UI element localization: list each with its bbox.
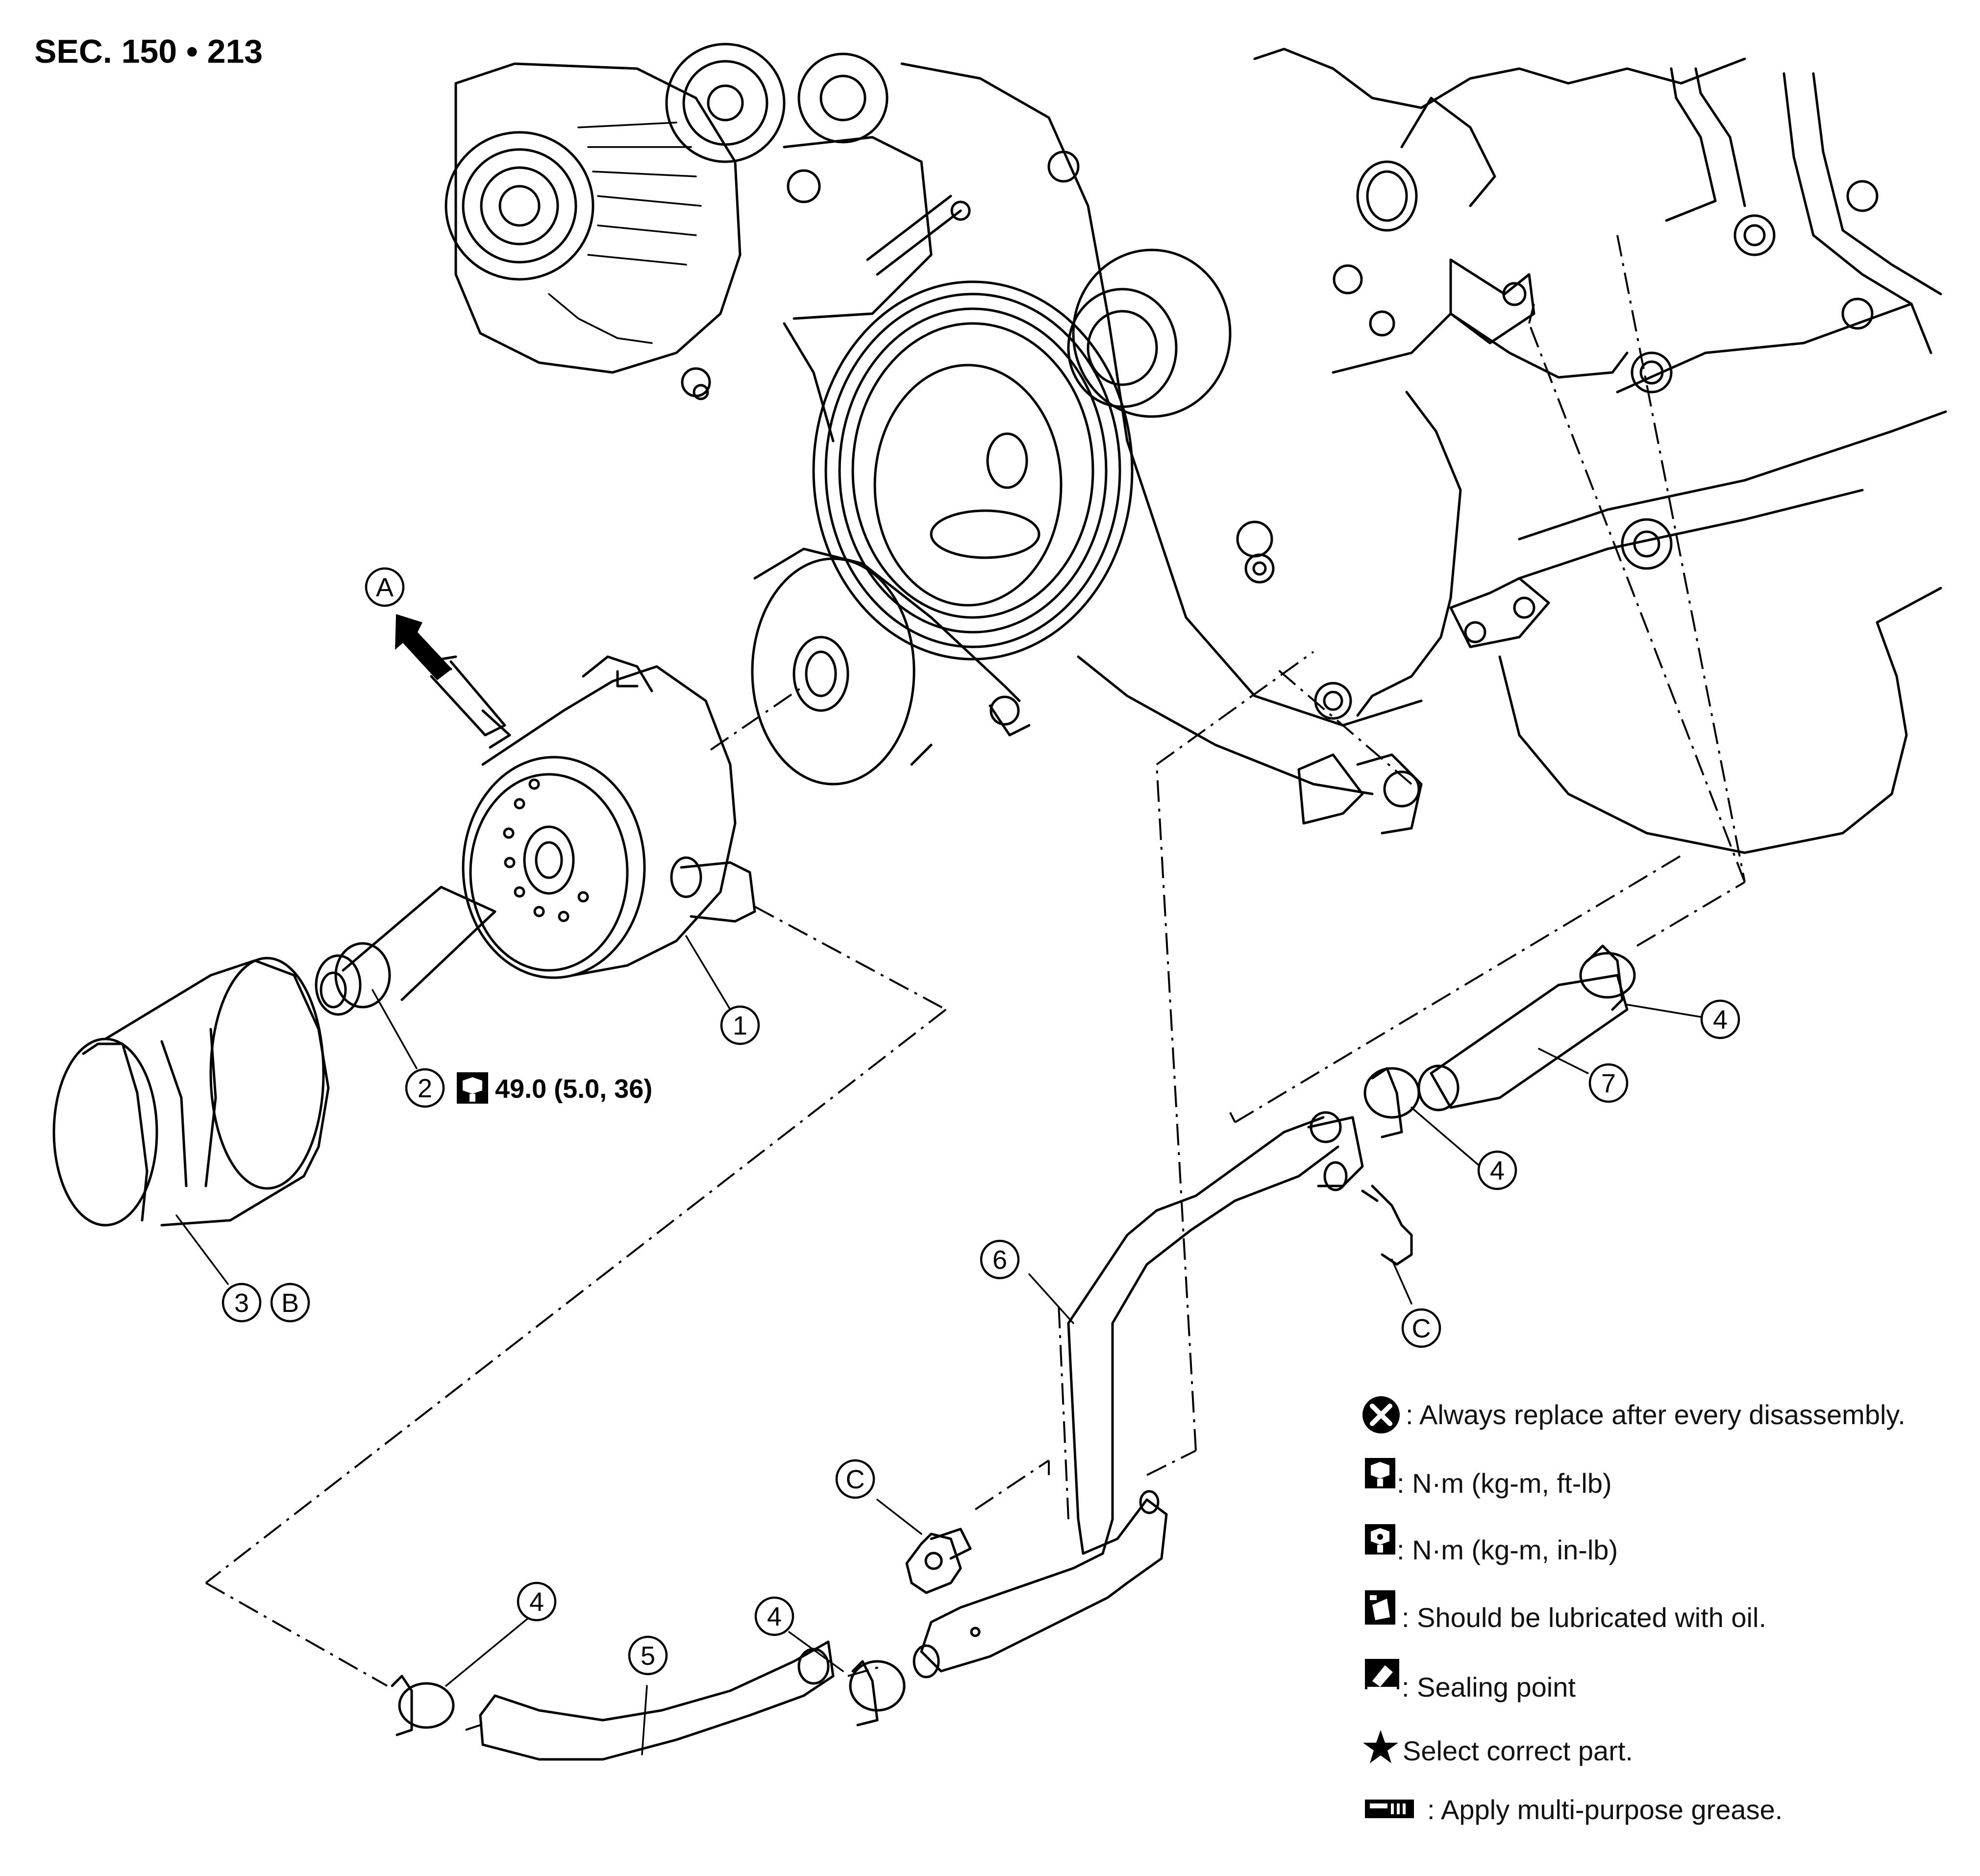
legend-lubricate: : Should be lubricated with oil. <box>1365 1590 1766 1633</box>
svg-text:Select correct part.: Select correct part. <box>1403 1735 1633 1766</box>
assembly-centerlines <box>205 235 1746 1731</box>
callout-b: B <box>270 1283 310 1323</box>
svg-text:: Sealing point: : Sealing point <box>1402 1672 1576 1703</box>
svg-text:2: 2 <box>418 1074 432 1103</box>
grease-gun-icon <box>1365 1800 1414 1818</box>
sealing-point-icon <box>1365 1659 1399 1690</box>
bolt-c-upper <box>1361 1185 1413 1266</box>
hose-clamp-upper <box>1579 944 1636 1011</box>
svg-text:C: C <box>846 1465 865 1494</box>
oil-can-icon <box>1365 1590 1395 1625</box>
legend-sealing: : Sealing point <box>1365 1659 1576 1703</box>
hose-clamp-middle <box>1363 1067 1420 1138</box>
legend-replace: : Always replace after every disassembly… <box>1362 1396 1906 1433</box>
torque-spec: 49.0 (5.0, 36) <box>457 1072 652 1104</box>
callout-7: 7 <box>1588 1063 1629 1103</box>
callout-5: 5 <box>628 1635 668 1676</box>
svg-text:1: 1 <box>733 1011 747 1040</box>
svg-text:C: C <box>1412 1314 1431 1343</box>
torque-value: 49.0 (5.0, 36) <box>495 1074 652 1104</box>
callout-c-lower: C <box>835 1459 875 1499</box>
callout-2: 2 <box>405 1068 445 1108</box>
svg-text:: N·m (kg-m, ft-lb): : N·m (kg-m, ft-lb) <box>1397 1468 1612 1499</box>
x-circle-icon <box>1362 1396 1400 1433</box>
svg-text:4: 4 <box>1713 1005 1728 1035</box>
callout-6: 6 <box>980 1239 1020 1280</box>
callout-leaders <box>175 935 1702 1755</box>
legend-torque-ftlb: : N·m (kg-m, ft-lb) <box>1365 1458 1612 1499</box>
legend-torque-inlb: : N·m (kg-m, in-lb) <box>1365 1524 1618 1565</box>
callout-4-lower-left: 4 <box>517 1581 557 1622</box>
bolt-c-lower <box>905 1528 972 1594</box>
svg-text:: Should be lubricated with oi: : Should be lubricated with oil. <box>1402 1602 1766 1633</box>
svg-text:: Apply multi-purpose grease.: : Apply multi-purpose grease. <box>1427 1794 1782 1825</box>
svg-text:3: 3 <box>234 1288 249 1318</box>
section-title: SEC. 150 • 213 <box>34 33 263 70</box>
flow-arrow-icon <box>395 614 452 680</box>
hose-clamp-lower-left <box>391 1675 455 1736</box>
svg-text:B: B <box>281 1288 299 1318</box>
svg-text:4: 4 <box>767 1602 782 1631</box>
oil-cooler-part <box>315 655 756 1016</box>
legend-grease: : Apply multi-purpose grease. <box>1365 1794 1782 1825</box>
hose-clamp-lower-right <box>849 1660 906 1727</box>
callout-1: 1 <box>720 1005 760 1045</box>
callout-3: 3 <box>222 1283 262 1323</box>
engine-block-illustration <box>445 43 1947 854</box>
svg-text:6: 6 <box>992 1245 1007 1275</box>
oil-filter-part <box>52 957 330 1227</box>
svg-text:5: 5 <box>641 1641 655 1671</box>
svg-text:4: 4 <box>529 1587 544 1617</box>
callout-a: A <box>365 567 405 607</box>
legend-select: Select correct part. <box>1363 1730 1633 1766</box>
star-icon <box>1363 1730 1398 1763</box>
svg-text:7: 7 <box>1601 1069 1616 1098</box>
callout-c-upper: C <box>1401 1308 1441 1348</box>
legend: : Always replace after every disassembly… <box>1362 1396 1906 1825</box>
oil-tube-6-part <box>913 1111 1364 1679</box>
svg-text:: Always replace after every d: : Always replace after every disassembly… <box>1406 1399 1906 1430</box>
torque-wrench-icon <box>1365 1458 1395 1488</box>
svg-text:: N·m (kg-m, in-lb): : N·m (kg-m, in-lb) <box>1397 1534 1618 1565</box>
callout-4-lower-right: 4 <box>754 1596 794 1636</box>
callout-4-upper: 4 <box>1700 999 1740 1039</box>
callout-4-middle: 4 <box>1477 1150 1517 1190</box>
svg-text:A: A <box>376 573 394 602</box>
torque-wrench-inlb-icon <box>1365 1524 1395 1555</box>
svg-text:4: 4 <box>1490 1156 1505 1185</box>
